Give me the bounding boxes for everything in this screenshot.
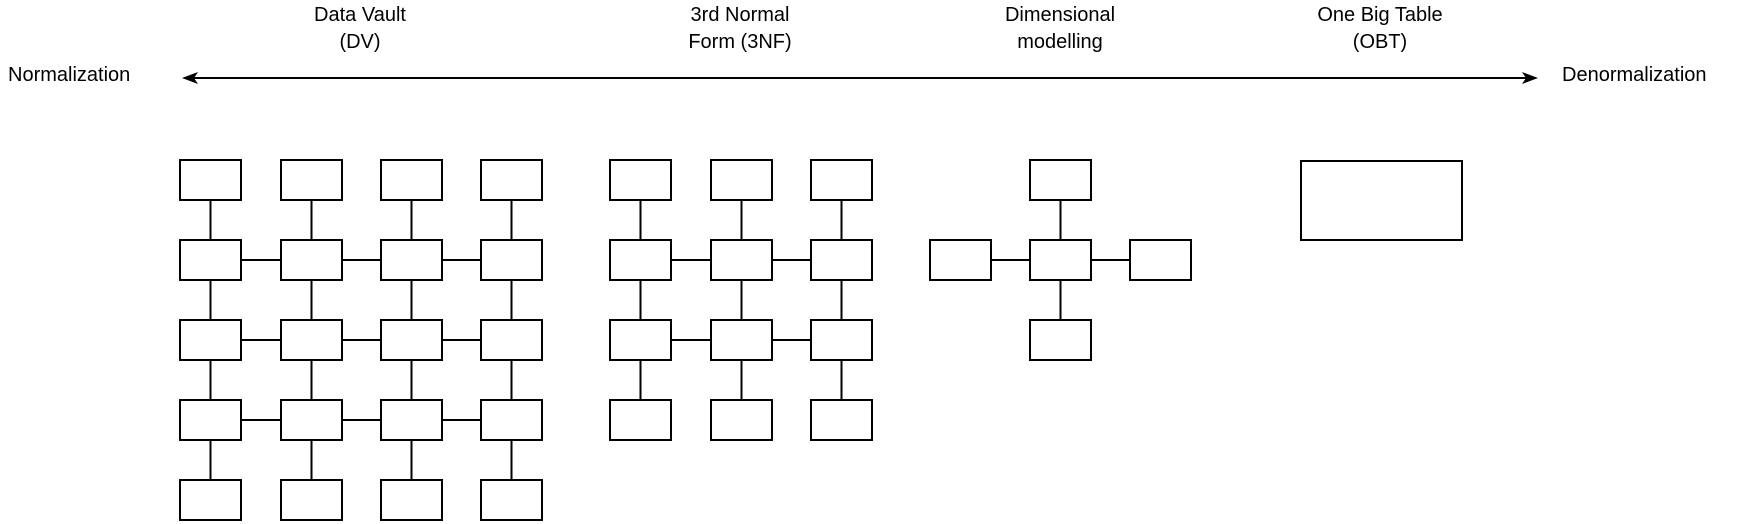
data-vault-table-node — [280, 159, 343, 201]
third-normal-form-table-node — [710, 319, 773, 361]
data-vault-table-node — [179, 159, 242, 201]
data-vault-table-node — [380, 399, 443, 441]
group-label-dimensional-modelling: Dimensional modelling — [1005, 2, 1115, 56]
one-big-table-table-node — [1300, 160, 1463, 241]
data-vault-table-node — [280, 319, 343, 361]
group-label-line2: (OBT) — [1352, 31, 1408, 53]
group-label-data-vault: Data Vault (DV) — [314, 2, 406, 56]
dimensional-modelling-table-node — [1129, 239, 1192, 281]
data-vault-table-node — [480, 479, 543, 521]
group-label-line1: Data Vault — [314, 4, 406, 26]
third-normal-form-table-node — [810, 399, 873, 441]
data-vault-table-node — [380, 319, 443, 361]
data-vault-table-node — [280, 399, 343, 441]
data-vault-table-node — [480, 399, 543, 441]
denormalization-label: Denormalization — [1562, 64, 1707, 86]
data-vault-table-node — [280, 479, 343, 521]
arrow-head-right-icon — [1522, 72, 1538, 84]
third-normal-form-table-node — [810, 319, 873, 361]
dimensional-modelling-table-node — [929, 239, 992, 281]
third-normal-form-table-node — [609, 239, 672, 281]
dimensional-modelling-table-node — [1029, 319, 1092, 361]
data-vault-table-node — [480, 239, 543, 281]
data-vault-table-node — [179, 399, 242, 441]
third-normal-form-table-node — [810, 239, 873, 281]
data-vault-table-node — [179, 239, 242, 281]
data-vault-table-node — [480, 319, 543, 361]
third-normal-form-table-node — [609, 159, 672, 201]
group-label-line2: Form (3NF) — [688, 31, 792, 53]
data-vault-table-node — [380, 159, 443, 201]
group-label-third-normal-form: 3rd Normal Form (3NF) — [688, 2, 791, 56]
third-normal-form-table-node — [710, 399, 773, 441]
group-label-line1: One Big Table — [1317, 4, 1443, 26]
third-normal-form-table-node — [710, 239, 773, 281]
dimensional-modelling-table-node — [1029, 159, 1092, 201]
arrow-head-left-icon — [182, 72, 198, 84]
data-vault-table-node — [380, 239, 443, 281]
dimensional-modelling-table-node — [1029, 239, 1092, 281]
third-normal-form-table-node — [810, 159, 873, 201]
group-label-line1: 3rd Normal — [690, 4, 790, 26]
data-vault-table-node — [280, 239, 343, 281]
data-vault-table-node — [480, 159, 543, 201]
group-label-line2: (DV) — [339, 31, 381, 53]
group-label-line2: modelling — [1017, 31, 1103, 53]
data-vault-table-node — [380, 479, 443, 521]
third-normal-form-table-node — [609, 319, 672, 361]
data-vault-table-node — [179, 479, 242, 521]
third-normal-form-table-node — [609, 399, 672, 441]
group-label-one-big-table: One Big Table (OBT) — [1317, 2, 1442, 56]
third-normal-form-table-node — [710, 159, 773, 201]
normalization-label: Normalization — [8, 64, 131, 86]
group-label-line1: Dimensional — [1004, 4, 1116, 26]
data-vault-table-node — [179, 319, 242, 361]
